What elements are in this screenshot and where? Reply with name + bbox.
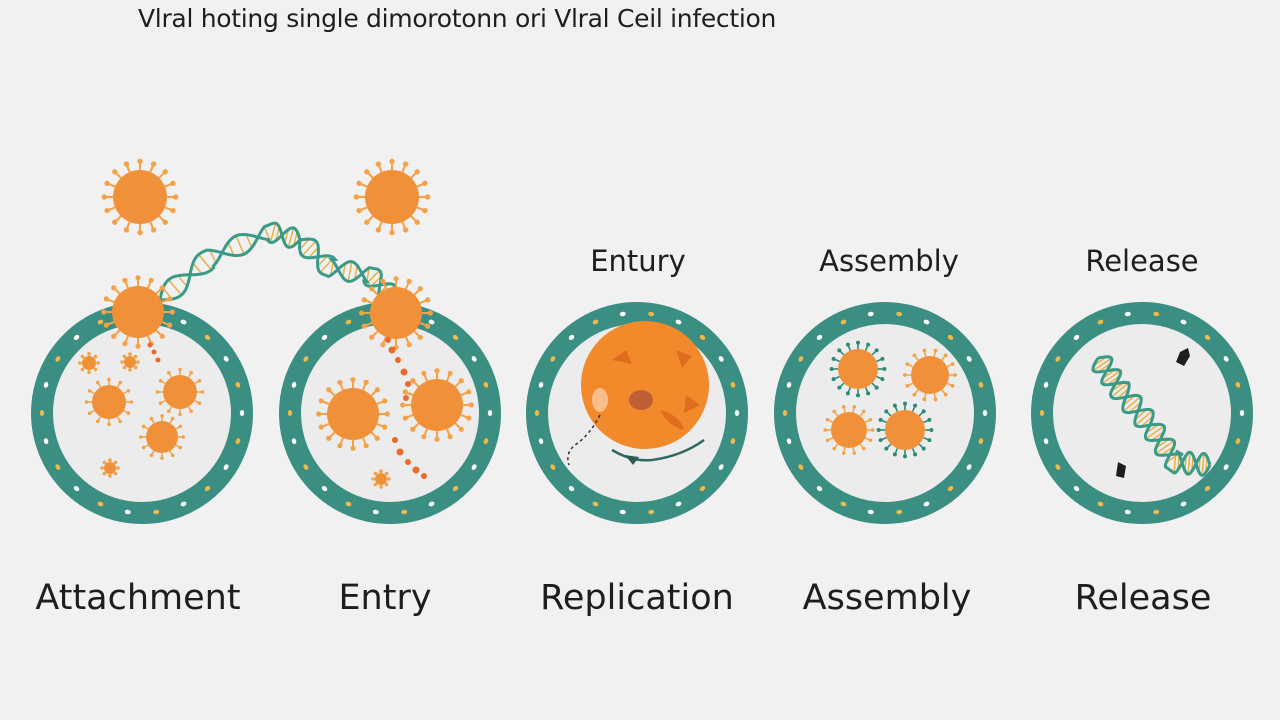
top-label-release: Release xyxy=(1085,244,1199,278)
virus-icon xyxy=(371,469,391,489)
stage-label-attachment: Attachment xyxy=(35,578,241,618)
virus-icon xyxy=(400,368,474,442)
virus-icon xyxy=(120,352,140,372)
virus-icon xyxy=(829,340,887,398)
virus-icon xyxy=(77,351,101,375)
diagram-title: Vlral hoting single dimorotonn ori Vlral… xyxy=(138,4,777,33)
dna-helix-strand xyxy=(158,221,398,303)
stage-label-replication: Replication xyxy=(540,578,734,618)
virus-icon xyxy=(876,401,934,459)
viral-genome-trail xyxy=(147,337,427,479)
virus-icon xyxy=(101,275,175,349)
virus-icon xyxy=(903,348,957,402)
release-fragments xyxy=(1116,348,1190,478)
virus-icon xyxy=(823,405,875,455)
top-label-assembly: Assembly xyxy=(819,244,959,278)
virus-icon xyxy=(353,158,431,236)
replication-nucleus xyxy=(567,321,709,466)
stage-label-assembly: Assembly xyxy=(802,578,972,618)
virus-icon xyxy=(101,158,179,236)
virus-particles xyxy=(77,158,957,489)
stage-label-release: Release xyxy=(1074,578,1212,618)
cell-attachment xyxy=(31,302,253,524)
virus-icon xyxy=(139,414,185,460)
virus-icon xyxy=(100,458,120,478)
released-dna xyxy=(1091,355,1212,477)
top-label-replication: Entury xyxy=(590,244,686,278)
virus-icon xyxy=(155,367,205,417)
virus-icon xyxy=(359,276,433,350)
virus-icon xyxy=(316,377,390,451)
cell-assembly xyxy=(774,302,996,524)
stage-label-entry: Entry xyxy=(338,578,432,618)
virus-icon xyxy=(84,377,134,427)
